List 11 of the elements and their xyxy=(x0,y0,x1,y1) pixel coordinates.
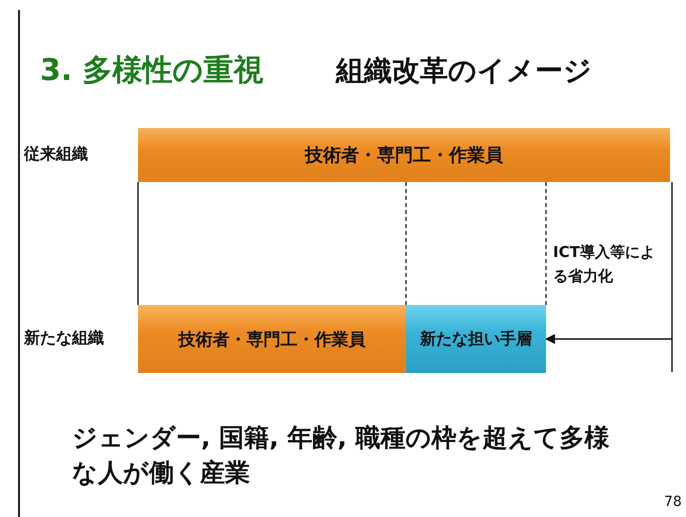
annotation-text: ICT導入等による省力化 xyxy=(553,242,656,287)
workforce-bar: 技術者・専門工・作業員 xyxy=(138,128,670,182)
caption-text: ジェンダー, 国籍, 年齢, 職種の枠を超えて多様な人が働く産業 xyxy=(72,422,611,489)
page-number: 78 xyxy=(664,494,682,510)
row-label: 従来組織 xyxy=(24,144,88,165)
row-label: 新たな組織 xyxy=(24,328,104,349)
slide-title: 3. 多様性の重視 xyxy=(40,52,264,90)
new-workforce-bar: 新たな担い手層 xyxy=(406,305,546,373)
workforce-bar: 技術者・専門工・作業員 xyxy=(138,305,406,373)
arrow xyxy=(545,334,672,344)
subtitle: 組織改革のイメージ xyxy=(336,53,592,89)
